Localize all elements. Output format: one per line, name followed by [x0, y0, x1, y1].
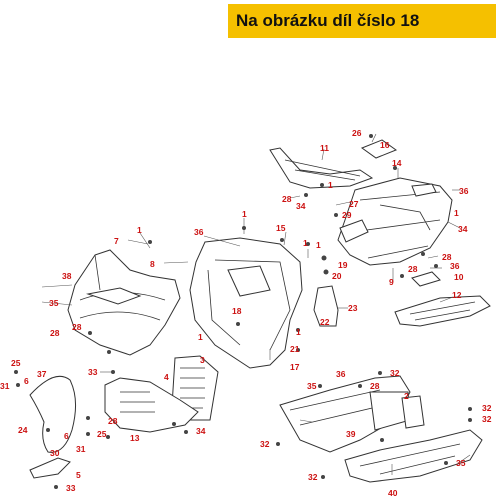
callout-number: 32: [260, 439, 270, 449]
callout-number: 35: [456, 458, 466, 468]
callout-number: 9: [389, 277, 394, 287]
callout-number: 22: [320, 317, 330, 327]
callout-number: 35: [307, 381, 317, 391]
callout-labels: 26 16 11 14 1 36 28 34 27 29 1 34 1 7 36…: [0, 128, 492, 498]
callout-number: 29: [342, 210, 352, 220]
callout-number: 31: [0, 381, 10, 391]
callout-number: 28: [108, 416, 118, 426]
leader-lines: [41, 133, 471, 475]
callout-number: 6: [64, 431, 69, 441]
callout-number: 26: [352, 128, 362, 138]
callout-number: 6: [24, 376, 29, 386]
callout-number: 40: [388, 488, 398, 498]
callout-number: 23: [348, 303, 358, 313]
part-side-panel-39: [279, 375, 411, 453]
callout-number: 12: [452, 290, 462, 300]
callout-number: 35: [49, 298, 59, 308]
callout-number: 11: [320, 143, 329, 153]
callout-number: 28: [370, 381, 380, 391]
callout-number: 33: [66, 483, 76, 493]
part-front-fairing-38: [67, 249, 181, 356]
callout-number: 24: [18, 425, 28, 435]
banner-title: Na obrázku díl číslo 18: [236, 11, 420, 30]
part-front-mudguard-37: [29, 375, 76, 453]
callout-number: 25: [97, 429, 107, 439]
callout-number: 38: [62, 271, 72, 281]
callout-number: 36: [336, 369, 346, 379]
hardware-screws: [14, 134, 472, 489]
part-number-banner: Na obrázku díl číslo 18: [228, 4, 496, 38]
part-lower-side-cover-40: [344, 429, 483, 483]
part-emblem-16: [360, 139, 398, 159]
part-trim-2: [401, 395, 425, 429]
callout-number: 25: [11, 358, 21, 368]
callout-number: 32: [308, 472, 318, 482]
callout-number: 32: [390, 368, 400, 378]
callout-number: 36: [459, 186, 469, 196]
callout-number: 1: [328, 180, 333, 190]
callout-number: 36: [194, 227, 204, 237]
part-lower-panel-13: [104, 377, 199, 433]
callout-number: 1: [303, 238, 308, 248]
callout-number: 28: [72, 322, 82, 332]
callout-number: 27: [349, 199, 359, 209]
callout-number: 34: [196, 426, 206, 436]
callout-number: 21: [290, 344, 300, 354]
callout-number: 28: [50, 328, 60, 338]
callout-number: 28: [282, 194, 292, 204]
part-inner-leg-shield-36: [189, 237, 303, 369]
callout-number: 34: [458, 224, 468, 234]
callout-number: 18: [232, 306, 242, 316]
part-lower-mudguard-5: [29, 457, 71, 479]
part-rear-bracket-29: [339, 219, 369, 243]
callout-number: 13: [130, 433, 140, 443]
callout-number: 31: [76, 444, 86, 454]
callout-number: 5: [76, 470, 81, 480]
callout-number: 32: [482, 403, 492, 413]
callout-number: 1: [198, 332, 203, 342]
callout-number: 30: [50, 448, 60, 458]
part-grab-rail-11: [269, 147, 374, 189]
callout-number: 10: [454, 272, 464, 282]
callout-number: 37: [37, 369, 47, 379]
callout-number: 28: [408, 264, 418, 274]
callout-number: 33: [88, 367, 98, 377]
callout-number: 3: [200, 355, 205, 365]
callout-number: 2: [404, 391, 409, 401]
callout-number: 1: [454, 208, 459, 218]
callout-number: 20: [332, 271, 342, 281]
callout-number: 28: [442, 252, 452, 262]
callout-number: 1: [242, 209, 247, 219]
callout-number: 1: [316, 240, 321, 250]
callout-number: 32: [482, 414, 492, 424]
callout-number: 7: [114, 236, 119, 246]
part-tail-section-1: [337, 177, 453, 266]
callout-number: 16: [380, 140, 390, 150]
callout-number: 34: [296, 201, 306, 211]
callout-number: 39: [346, 429, 356, 439]
callout-number: 36: [450, 261, 460, 271]
callout-number: 15: [276, 223, 286, 233]
callout-number: 1: [137, 225, 142, 235]
part-footrest-12: [394, 295, 491, 327]
callout-number: 17: [290, 362, 300, 372]
callout-number: 1: [296, 327, 301, 337]
callout-number: 8: [150, 259, 155, 269]
callout-number: 14: [392, 158, 402, 168]
callout-number: 19: [338, 260, 348, 270]
callout-number: 4: [164, 372, 169, 382]
part-reflector-10: [411, 271, 441, 287]
part-small-cover-23: [313, 285, 339, 327]
